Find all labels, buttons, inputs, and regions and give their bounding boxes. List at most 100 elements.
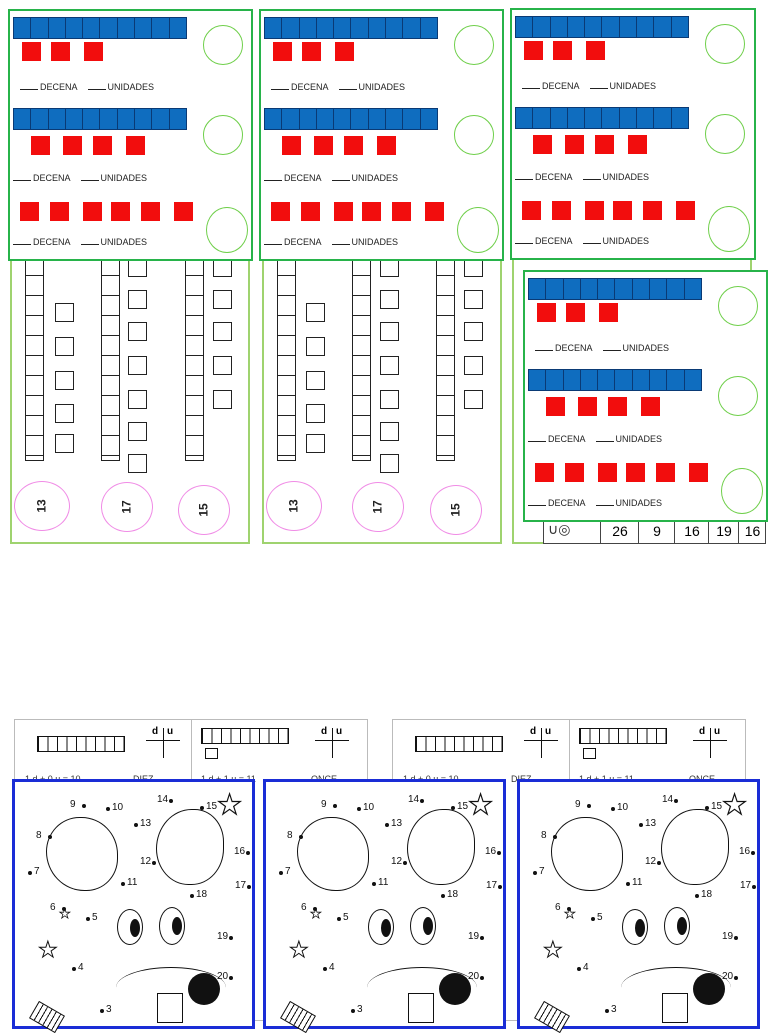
puzzle-dot (333, 804, 337, 808)
unit-cube (565, 463, 584, 482)
star-icon: ★ (289, 937, 310, 962)
unit-cube (537, 303, 556, 322)
dot-number: 8 (36, 830, 42, 841)
u-label: u (714, 726, 721, 737)
place-value-label: DECENA UNIDADES (13, 173, 147, 183)
dot-number: 7 (539, 866, 545, 877)
place-value-label: DECENA UNIDADES (535, 343, 669, 353)
number-row-cell: 16 (738, 519, 766, 543)
dot-number: 9 (321, 799, 327, 810)
puzzle-dot (498, 885, 502, 889)
tooth (157, 993, 183, 1023)
dot-number: 17 (486, 880, 498, 891)
pupil (172, 917, 182, 935)
pupil (423, 917, 433, 935)
star-icon: ★ (721, 789, 748, 820)
eye (622, 909, 648, 945)
u-label: u (167, 726, 174, 737)
unit-cube (552, 201, 571, 220)
ten-rod (264, 17, 438, 39)
dot-number: 7 (34, 866, 40, 877)
unit-square (55, 371, 74, 390)
dot-number: 20 (722, 971, 734, 982)
star-icon: ★ (216, 789, 243, 820)
dot-number: 8 (287, 830, 293, 841)
unit-cube (50, 202, 69, 221)
unit-square (380, 322, 399, 341)
unit-square (380, 356, 399, 375)
puzzle-dot (611, 807, 615, 811)
unit-cube (643, 201, 662, 220)
d-label: d (321, 726, 328, 737)
worksheet-divider (191, 720, 192, 780)
puzzle-dot (695, 894, 699, 898)
dot-number: 4 (78, 962, 84, 973)
unit-square (213, 322, 232, 341)
unit-cube (93, 136, 112, 155)
dot-number: 13 (391, 818, 403, 829)
puzzle-dot (351, 1009, 355, 1013)
puzzle-dot (403, 861, 407, 865)
mouth (367, 967, 477, 1008)
unit-square (128, 454, 147, 473)
puzzle-dot (705, 806, 709, 810)
star-icon: ★ (467, 789, 494, 820)
unit-cube (546, 397, 565, 416)
unit-square (306, 434, 325, 453)
ten-strip (415, 736, 503, 752)
unit-square (128, 322, 147, 341)
ten-rod (13, 17, 187, 39)
puzzle-dot (605, 1009, 609, 1013)
tooth (662, 993, 688, 1023)
du-cross (163, 728, 164, 758)
pupil (130, 919, 140, 937)
dot-number: 18 (447, 889, 459, 900)
place-value-label: DECENA UNIDADES (20, 82, 154, 92)
puzzle-dot (587, 804, 591, 808)
ear-outline (297, 817, 369, 891)
unit-square (464, 322, 483, 341)
dot-number: 20 (217, 971, 229, 982)
star-icon: ★ (564, 906, 576, 921)
unit-cube (335, 42, 354, 61)
answer-circle (457, 207, 499, 253)
unit-square (380, 390, 399, 409)
ten-rod (13, 108, 187, 130)
number-circle: 13 (266, 481, 322, 531)
unit-cube (586, 41, 605, 60)
answer-circle (454, 25, 494, 65)
unit-square (380, 454, 399, 473)
unit-cube (626, 463, 645, 482)
answer-circle (206, 207, 248, 253)
answer-circle (718, 286, 758, 326)
ear-outline (407, 809, 475, 885)
eye (117, 909, 143, 945)
dot-number: 12 (140, 856, 152, 867)
ten-column (436, 255, 455, 461)
ten-rod (515, 16, 689, 38)
place-value-label: DECENA UNIDADES (528, 498, 662, 508)
number-circle: 13 (14, 481, 70, 531)
ten-rod (528, 369, 702, 391)
eye (410, 907, 436, 945)
dot-number: 20 (468, 971, 480, 982)
ear-outline (156, 809, 224, 885)
dot-number: 9 (70, 799, 76, 810)
puzzle-dot (229, 936, 233, 940)
unit-square (128, 356, 147, 375)
number-row-icon: ∪◎ (548, 521, 571, 537)
dot-number: 5 (92, 912, 98, 923)
ten-strip (201, 728, 289, 744)
puzzle-dot (420, 799, 424, 803)
unit-square (55, 404, 74, 423)
worksheet-divider (569, 720, 570, 780)
answer-circle (203, 115, 243, 155)
puzzle-dot (299, 835, 303, 839)
unit-cube (362, 202, 381, 221)
unit-cube (608, 397, 627, 416)
mouth (621, 967, 731, 1008)
eye (159, 907, 185, 945)
answer-circle (718, 376, 758, 416)
puzzle-dot (152, 861, 156, 865)
du-cross (710, 728, 711, 758)
